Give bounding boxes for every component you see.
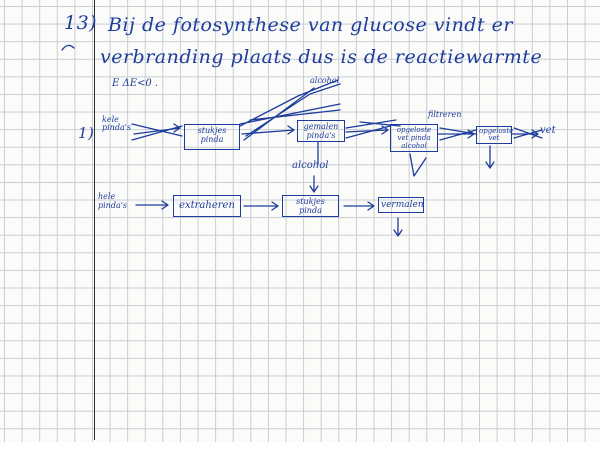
down-arrow-1 <box>485 145 495 169</box>
crossout-1 <box>131 123 183 141</box>
scheme1-alcohol-label: alcohol <box>310 76 340 85</box>
scheme2-alcohol-label: alcohol <box>292 160 329 171</box>
scheme1-box-opgeloste-vet-pinda: opgeloste vet pinda alcohol <box>390 124 438 152</box>
answer-line-3: E ΔE<0 . <box>112 78 159 89</box>
scheme1-start: kele pinda's <box>102 115 132 132</box>
scheme1-box-stukjes-pinda: stukjes pinda <box>184 124 240 150</box>
question-number: 13) <box>64 12 98 34</box>
scheme1-filter-label: filtreren <box>428 110 462 119</box>
answer-line-1: Bij de fotosynthese van glucose vindt er <box>108 14 513 36</box>
scheme1-end: vet <box>540 125 556 136</box>
scheme2-start: hele pinda's <box>98 192 128 210</box>
scheme2-box-extraheren: extraheren <box>173 195 241 217</box>
crossout-2 <box>239 79 341 141</box>
scheme2-box-vermalen: vermalen <box>378 197 424 213</box>
scribble-below-box3 <box>409 153 427 177</box>
scheme2-box-stukjes-pinda: stukjes pinda <box>282 195 339 217</box>
arrow-8 <box>343 201 375 211</box>
margin-scribble <box>61 44 75 51</box>
scheme1-box-opgeloste-vet: opgeloste vet <box>476 126 513 144</box>
page-bottom-edge <box>0 442 600 453</box>
arrow-7 <box>243 201 279 211</box>
scheme1-box-gemalen: gemalen pinda's <box>297 120 345 142</box>
arrow-alcohol-in <box>309 175 319 193</box>
answer-line-2: verbranding plaats dus is de reactiewarm… <box>100 46 543 68</box>
arrow-6 <box>135 200 169 210</box>
crossout-3 <box>239 103 341 125</box>
crossout-6 <box>513 127 543 139</box>
crossout-4 <box>345 119 401 139</box>
arrow-5 <box>511 129 539 139</box>
crossout-5 <box>439 127 477 141</box>
down-arrow-2 <box>393 217 403 237</box>
item-number: 1) <box>78 124 95 142</box>
margin-line <box>94 0 95 440</box>
